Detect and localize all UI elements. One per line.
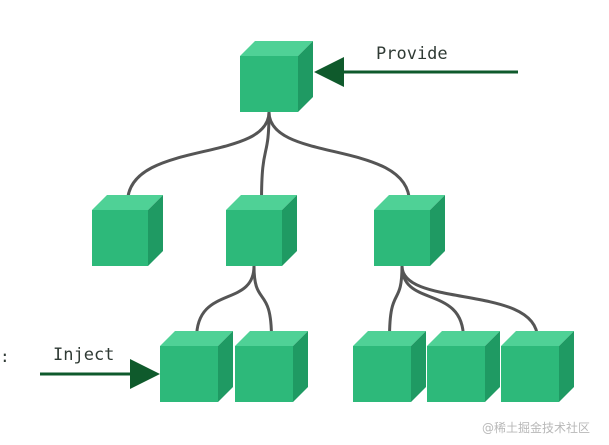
cube-front-face bbox=[501, 346, 559, 402]
provide-label: Provide bbox=[376, 44, 448, 64]
cube-node-child-middle bbox=[226, 195, 297, 266]
cube-top-face bbox=[226, 195, 297, 210]
cube-node-grandchild-middle-2 bbox=[235, 331, 308, 402]
cube-front-face bbox=[92, 210, 148, 266]
cube-front-face bbox=[427, 346, 485, 402]
watermark-text: @稀土掘金技术社区 bbox=[482, 420, 590, 435]
colon-mark: : bbox=[0, 347, 10, 366]
edge-root-to-child-middle bbox=[260, 110, 271, 204]
cube-top-face bbox=[235, 331, 308, 346]
cube-side-face bbox=[282, 195, 297, 266]
cube-top-face bbox=[374, 195, 445, 210]
edge-child-right-to-grandchild-right-1 bbox=[388, 264, 404, 340]
cube-side-face bbox=[148, 195, 163, 266]
cube-node-grandchild-middle-1 bbox=[160, 331, 233, 402]
cube-top-face bbox=[501, 331, 574, 346]
cube-top-face bbox=[353, 331, 426, 346]
cube-node-grandchild-right-3 bbox=[501, 331, 574, 402]
cube-top-face bbox=[160, 331, 233, 346]
tree-edges bbox=[126, 110, 539, 340]
cube-side-face bbox=[298, 41, 313, 112]
cube-top-face bbox=[427, 331, 500, 346]
edge-root-to-child-right bbox=[267, 110, 411, 204]
cube-node-root bbox=[240, 41, 313, 112]
edge-child-right-to-grandchild-right-3 bbox=[400, 264, 539, 340]
cube-side-face bbox=[430, 195, 445, 266]
cube-front-face bbox=[235, 346, 293, 402]
edge-root-to-child-left bbox=[126, 110, 271, 204]
cube-side-face bbox=[218, 331, 233, 402]
edge-child-right-to-grandchild-right-2 bbox=[400, 264, 465, 340]
cube-front-face bbox=[374, 210, 430, 266]
cube-front-face bbox=[160, 346, 218, 402]
cube-top-face bbox=[92, 195, 163, 210]
tree-nodes bbox=[92, 41, 574, 402]
cube-front-face bbox=[353, 346, 411, 402]
cube-side-face bbox=[559, 331, 574, 402]
cube-side-face bbox=[411, 331, 426, 402]
cube-top-face bbox=[240, 41, 313, 56]
cube-side-face bbox=[293, 331, 308, 402]
cube-front-face bbox=[226, 210, 282, 266]
cube-node-grandchild-right-2 bbox=[427, 331, 500, 402]
inject-label: Inject bbox=[53, 345, 114, 365]
cube-node-child-right bbox=[374, 195, 445, 266]
cube-side-face bbox=[485, 331, 500, 402]
annotations: Provide Inject : @稀土掘金技术社区 bbox=[0, 44, 590, 435]
edge-child-middle-to-grandchild-middle-1 bbox=[195, 264, 256, 340]
cube-node-child-left bbox=[92, 195, 163, 266]
edge-child-middle-to-grandchild-middle-2 bbox=[252, 264, 273, 340]
cube-node-grandchild-right-1 bbox=[353, 331, 426, 402]
cube-front-face bbox=[240, 56, 298, 112]
